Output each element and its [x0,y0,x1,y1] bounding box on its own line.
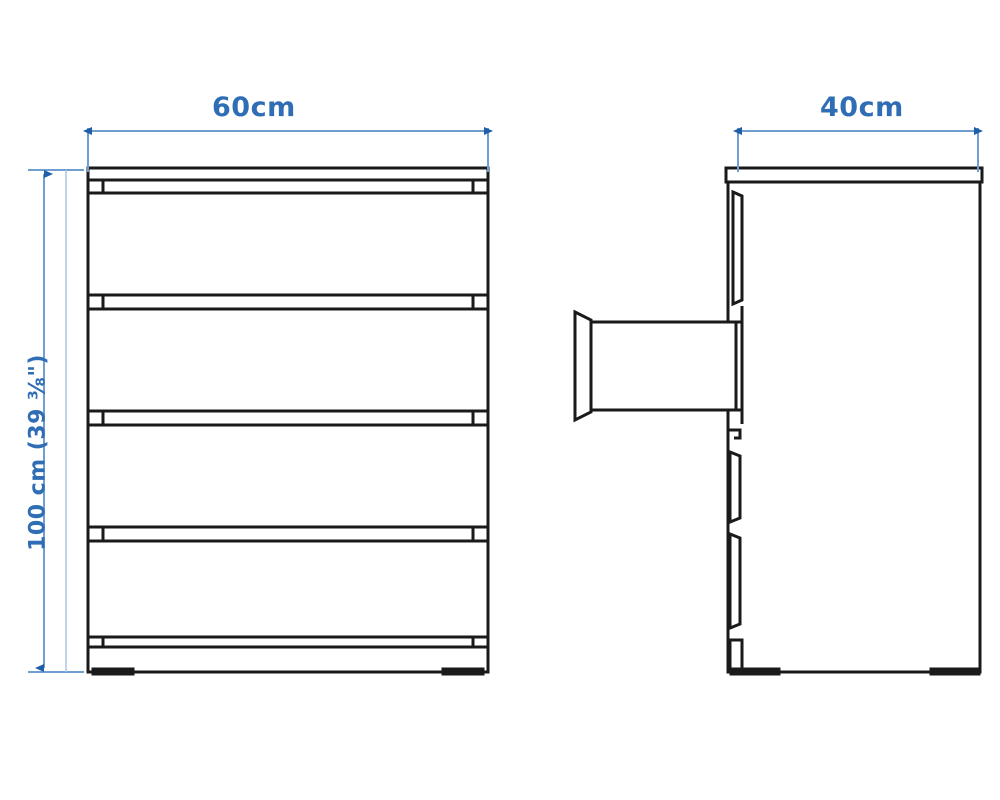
width-dimension-label: 60cm [212,92,296,123]
front-drawer-2 [86,307,490,415]
front-drawer-gap-3 [86,409,490,427]
side-drawer-2-open [573,306,744,424]
depth-dimension-label: 40cm [820,92,904,123]
side-open-drawer-front [573,309,593,423]
front-plinth [86,645,490,674]
side-open-drawer-box [588,320,738,412]
front-foot-right [441,667,485,676]
front-drawer-gap-1 [86,178,490,195]
front-drawer-1 [86,191,490,299]
front-view-group [86,166,490,676]
side-plinth [728,638,744,674]
height-dimension-group [28,169,84,673]
side-foot-back [929,667,981,676]
front-top-panel [86,166,490,182]
front-drawer-3 [86,423,490,531]
front-drawer-gap-4 [86,525,490,543]
side-top-panel [724,166,984,184]
side-view-group [573,166,984,676]
side-carcase-outline [726,178,982,674]
front-drawer-4 [86,539,490,641]
side-foot-front [729,667,781,676]
height-dimension-label: 100 cm (39 ⅜") [25,354,51,551]
depth-dimension-group [733,127,983,172]
side-runner-detail [728,428,742,440]
front-foot-left [91,667,135,676]
width-dimension-group [83,127,493,172]
front-drawer-gap-2 [86,293,490,311]
